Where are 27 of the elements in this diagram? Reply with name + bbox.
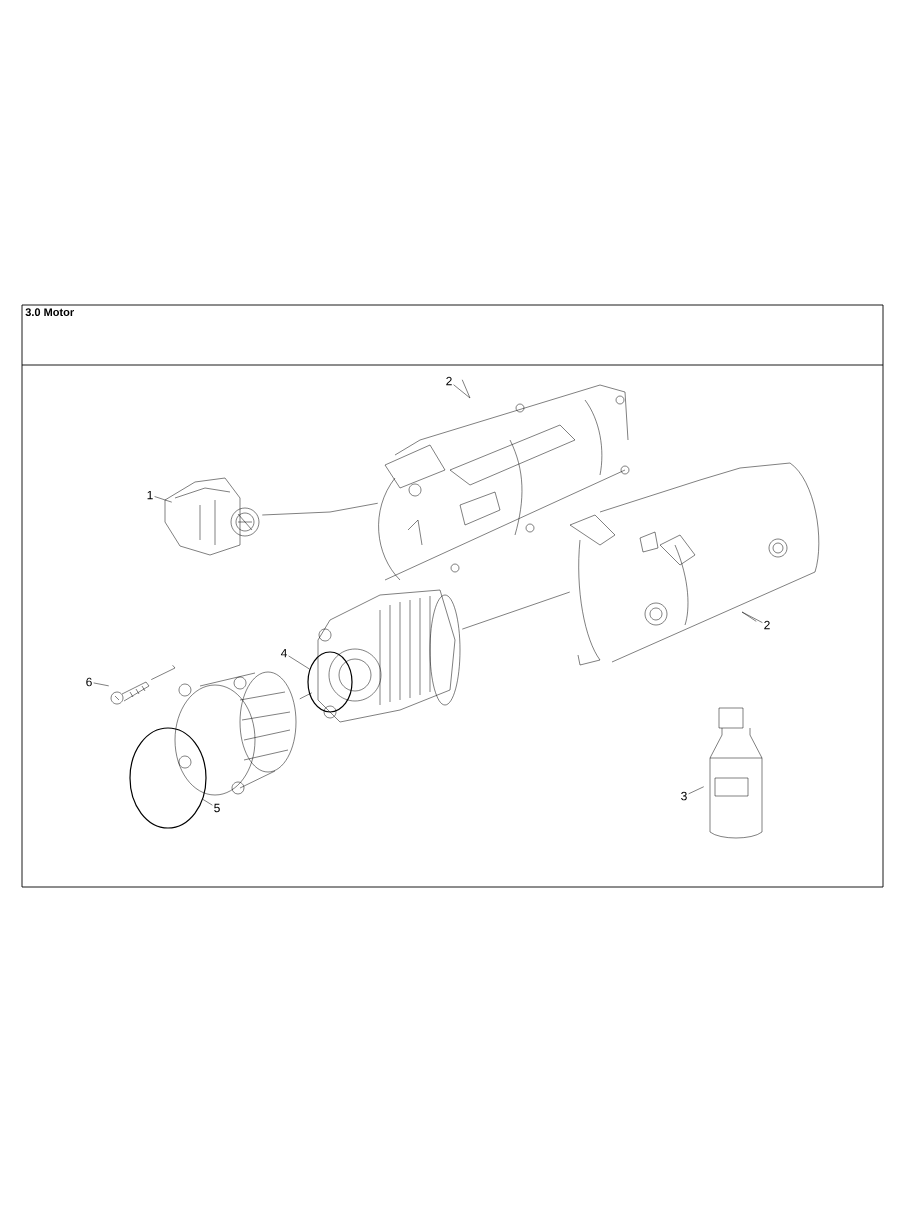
switch-drawing <box>164 477 260 556</box>
title: 3.0 Motor <box>25 308 74 317</box>
o-ring <box>307 651 353 713</box>
callout-number: 1 <box>147 490 153 500</box>
callout-number: 6 <box>86 677 92 687</box>
assembly-line <box>151 665 176 680</box>
callout-number: 2 <box>446 376 452 386</box>
callout-number: 3 <box>681 791 687 801</box>
assembly-line <box>299 692 312 700</box>
leader-line <box>453 379 471 399</box>
housing-drawing <box>569 462 820 666</box>
callout-number: 4 <box>280 648 287 658</box>
seal-ring <box>129 727 207 829</box>
motor-drawing <box>317 589 461 723</box>
leader-line <box>288 655 310 670</box>
callout-number: 5 <box>214 803 220 813</box>
leader-line <box>202 799 213 806</box>
housing-drawing <box>378 384 630 581</box>
bottle-drawing <box>709 707 763 839</box>
assembly-line <box>262 503 378 516</box>
leader-line <box>741 611 763 623</box>
leader-line <box>93 682 109 687</box>
motor-cover-drawing <box>174 671 297 796</box>
leader-line <box>154 496 172 503</box>
assembly-line <box>462 591 570 630</box>
leader-line <box>688 786 704 795</box>
screw-drawing <box>110 681 150 705</box>
